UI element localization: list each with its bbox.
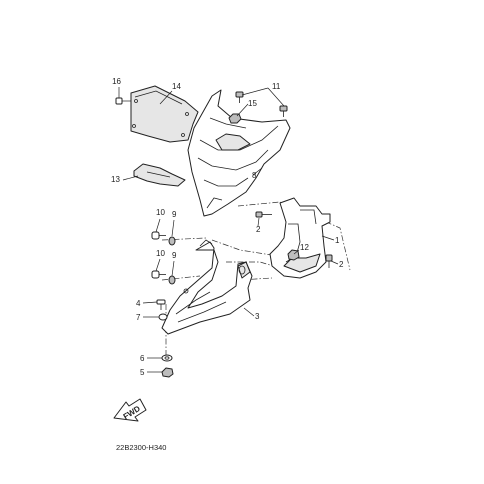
upper-bolt-and-grommet[interactable] (151, 231, 176, 246)
callout-10-lower: 10 (156, 249, 165, 258)
callout-9-upper: 9 (172, 210, 177, 219)
callout-labels: 16 14 11 15 8 13 2 1 12 2 3 10 9 10 9 4 … (111, 77, 344, 377)
inner-panel-part[interactable] (161, 239, 253, 335)
drawing-code: 22B2300-H340 (116, 443, 166, 452)
stay-bracket-part[interactable] (269, 197, 331, 279)
callout-1: 1 (335, 236, 340, 245)
callout-2-upper: 2 (256, 225, 261, 234)
callout-7: 7 (136, 313, 141, 322)
panel-nut[interactable] (161, 367, 174, 378)
front-cowl-part[interactable] (187, 89, 291, 217)
cowl-nut[interactable] (228, 113, 242, 124)
callout-9-lower: 9 (172, 251, 177, 260)
forward-direction-arrow: FWD (113, 398, 147, 422)
callout-16: 16 (112, 77, 121, 86)
callout-14: 14 (172, 82, 181, 91)
callout-5: 5 (140, 368, 145, 377)
callout-12: 12 (300, 243, 309, 252)
small-bracket-part[interactable] (133, 163, 186, 187)
callout-3: 3 (255, 312, 260, 321)
callout-10-upper: 10 (156, 208, 165, 217)
callout-2-lower: 2 (339, 260, 344, 269)
callout-11: 11 (272, 82, 281, 91)
stay-bolts[interactable] (255, 211, 333, 268)
callout-4: 4 (136, 299, 141, 308)
callout-6: 6 (140, 354, 145, 363)
callout-leaders (118, 87, 339, 373)
windscreen-part[interactable] (130, 85, 199, 143)
washer[interactable] (161, 354, 173, 362)
lower-bolt-and-grommet[interactable] (151, 270, 176, 285)
windscreen-screw[interactable] (115, 97, 131, 105)
callout-13: 13 (111, 175, 120, 184)
panel-screw[interactable] (156, 299, 166, 310)
cowl-screws[interactable] (235, 91, 288, 117)
collar[interactable] (158, 313, 168, 321)
callout-8: 8 (252, 171, 257, 180)
callout-15: 15 (248, 99, 257, 108)
